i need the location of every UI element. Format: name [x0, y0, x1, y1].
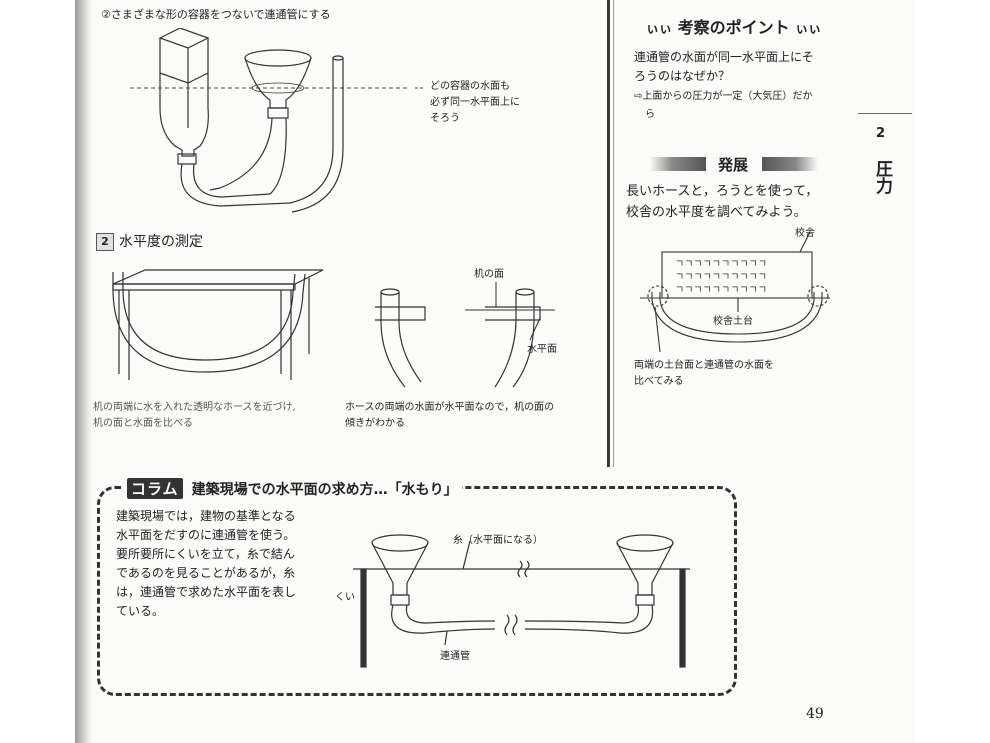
connected-vessels-illustration — [130, 28, 425, 213]
column-body-2: 水平面をだすのに連通管を使う。 — [116, 528, 296, 542]
callout-same-level-3: そろう — [430, 113, 460, 124]
bottle-vessel — [158, 28, 210, 165]
point-answer-2: ら — [645, 109, 655, 120]
label-tube: 連通管 — [440, 651, 470, 662]
swirl-ornament-icon: ぃぃ — [646, 22, 673, 37]
point-question-1: 連通管の水面が同一水平面上にそ — [634, 50, 814, 64]
caption-desk-1: 机の両端に水を入れた透明なホースを近づけ, — [93, 402, 296, 413]
column-heading: コラム 建築現場での水平面の求め方…「水もり」 — [123, 478, 462, 499]
column-divider-thin — [613, 0, 614, 467]
label-string: 糸（水平面になる） — [453, 535, 543, 546]
page-binding-shadow — [75, 0, 93, 743]
caption-hose-2: 傾きがわかる — [345, 418, 405, 429]
school-building-illustration: ㄱㄱㄱㄱㄱㄱㄱㄱㄱㄱ ㄱㄱㄱㄱㄱㄱㄱㄱㄱㄱ ㄱㄱㄱㄱㄱㄱㄱㄱㄱㄱ — [640, 231, 830, 352]
chapter-tab-rule — [858, 113, 912, 114]
chapter-title: 圧力 — [872, 160, 892, 194]
column-body-1: 建築現場では，建物の基準となる — [116, 509, 296, 523]
svg-text:ㄱㄱㄱㄱㄱㄱㄱㄱㄱㄱ: ㄱㄱㄱㄱㄱㄱㄱㄱㄱㄱ — [675, 259, 767, 270]
chapter-number: 2 — [876, 126, 886, 141]
label-water-level: 水平面 — [527, 344, 557, 355]
caption-hose-1: ホースの両端の水面が水平面なので，机の面の — [345, 402, 555, 413]
page-number: 49 — [806, 706, 824, 722]
section-title: 水平度の測定 — [119, 234, 203, 250]
section-number-box: 2 — [96, 233, 114, 251]
label-foundation: 校舎土台 — [713, 316, 753, 327]
point-question-2: ろうのはなぜか？ — [634, 69, 731, 83]
desk-hose-illustration — [112, 269, 324, 380]
swirl-ornament-icon-right: ぃぃ — [795, 22, 822, 37]
develop-text-2: 校舎の水平度を調べてみよう。 — [626, 205, 807, 220]
caption-desk-2: 机の面と水面を比べる — [93, 418, 193, 429]
column-badge: コラム — [127, 478, 183, 499]
develop-text-1: 長いホースと，ろうとを使って， — [626, 184, 819, 199]
caption-compare-2: 比べてみる — [634, 376, 684, 387]
develop-title: 発展 — [718, 156, 749, 174]
develop-ornament-left — [650, 157, 706, 171]
column-divider — [607, 0, 610, 467]
thin-pipe-vessel — [289, 55, 344, 213]
point-answer-1: ⇨上面からの圧力が一定（大気圧）だか — [634, 91, 813, 102]
develop-ornament-right — [762, 157, 818, 171]
caption-connected-vessels: ②さまざまな形の容器をつないで連通管にする — [101, 8, 331, 21]
mizumori-illustration — [353, 534, 690, 668]
label-desk-surface: 机の面 — [474, 269, 504, 280]
caption-compare-1: 両端の土台面と連通管の水面を — [634, 360, 774, 371]
svg-text:ㄱㄱㄱㄱㄱㄱㄱㄱㄱㄱ: ㄱㄱㄱㄱㄱㄱㄱㄱㄱㄱ — [675, 272, 767, 283]
column-body-6: ている。 — [116, 604, 165, 618]
point-title: 考察のポイント — [677, 18, 790, 37]
label-stake: くい — [335, 592, 355, 603]
callout-same-level-2: 必ず同一水平面上に — [430, 97, 520, 108]
column-body-5: は，連通管で求めた水平面を表し — [116, 585, 297, 599]
svg-text:ㄱㄱㄱㄱㄱㄱㄱㄱㄱㄱ: ㄱㄱㄱㄱㄱㄱㄱㄱㄱㄱ — [675, 285, 767, 296]
hose-closeup-illustration — [375, 282, 555, 388]
column-title: 建築現場での水平面の求め方…「水もり」 — [191, 482, 458, 498]
column-body-3: 要所要所にくいを立て，糸で結ん — [116, 547, 295, 561]
callout-same-level-1: どの容器の水面も — [430, 81, 510, 92]
column-body-4: であるのを見ることがあるが，糸 — [116, 566, 296, 580]
point-heading: ぃぃ 考察のポイント ぃぃ — [646, 14, 821, 38]
funnel-vessel — [244, 49, 312, 119]
label-school: 校舎 — [795, 228, 815, 239]
